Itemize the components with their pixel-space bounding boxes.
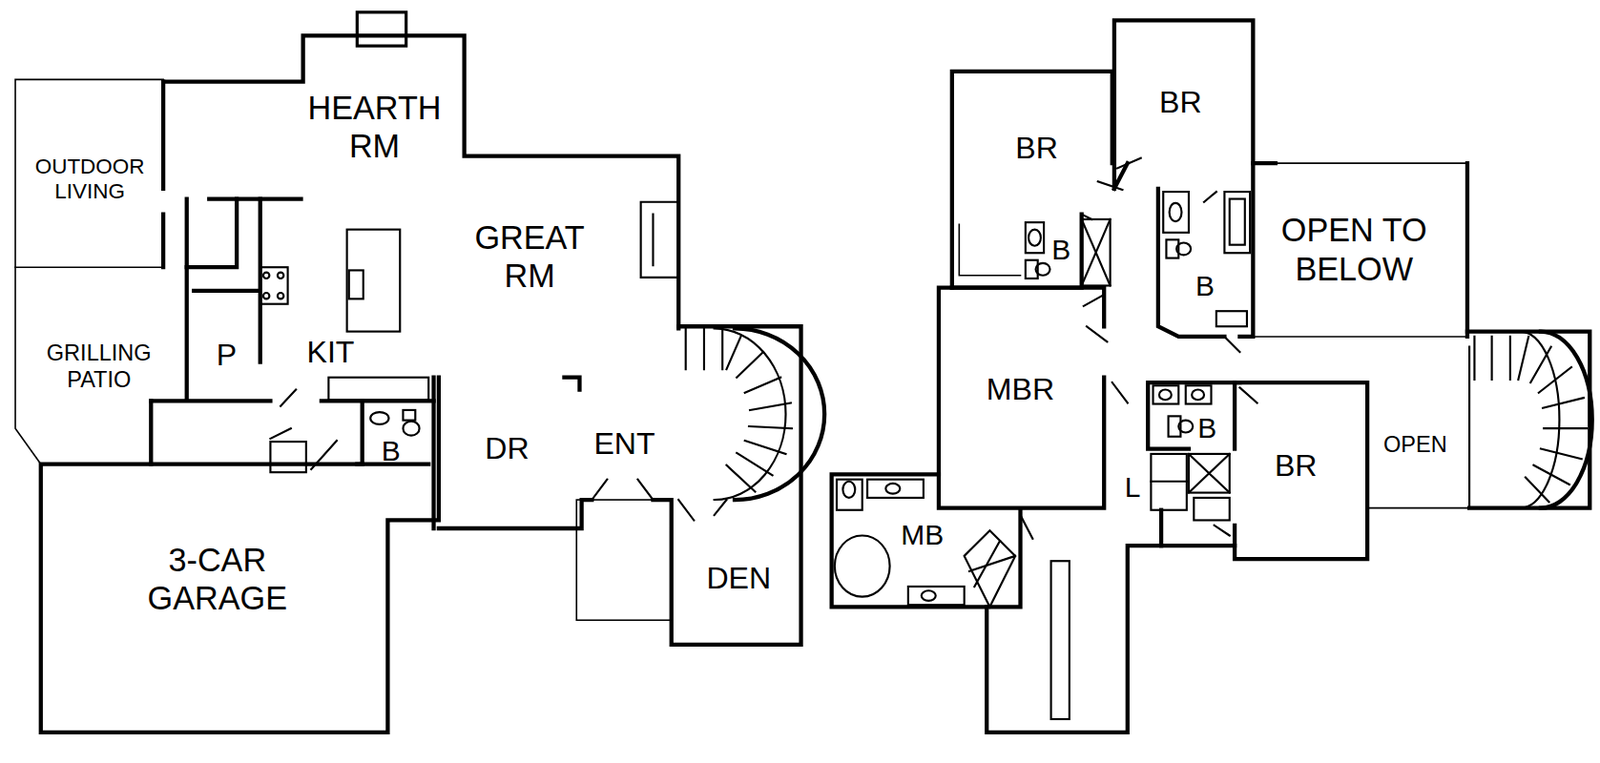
room-label: DEN bbox=[692, 560, 785, 598]
room-label: B bbox=[1191, 411, 1223, 446]
room-label: OUTDOOR LIVING bbox=[28, 152, 151, 205]
room-label: OPEN bbox=[1374, 431, 1457, 458]
room-label: GRILLING PATIO bbox=[32, 340, 166, 395]
room-label: MBR bbox=[969, 371, 1072, 409]
room-label: MB bbox=[892, 519, 954, 554]
room-label: B bbox=[375, 434, 407, 469]
room-label: P bbox=[206, 336, 248, 375]
room-label: DR bbox=[476, 430, 538, 468]
room-label: B bbox=[1189, 270, 1221, 305]
room-label: HEARTH RM bbox=[288, 88, 462, 167]
room-label: GREAT RM bbox=[457, 217, 602, 296]
room-label: BR bbox=[1006, 129, 1068, 167]
room-label: KIT bbox=[294, 333, 367, 372]
room-label: B bbox=[1045, 232, 1077, 268]
room-label: OPEN TO BELOW bbox=[1277, 210, 1431, 290]
room-label: L bbox=[1117, 470, 1148, 505]
room-label: ENT bbox=[583, 425, 666, 463]
room-label: BR bbox=[1265, 448, 1327, 486]
room-label: 3-CAR GARAGE bbox=[115, 540, 320, 619]
room-label: BR bbox=[1149, 83, 1211, 122]
